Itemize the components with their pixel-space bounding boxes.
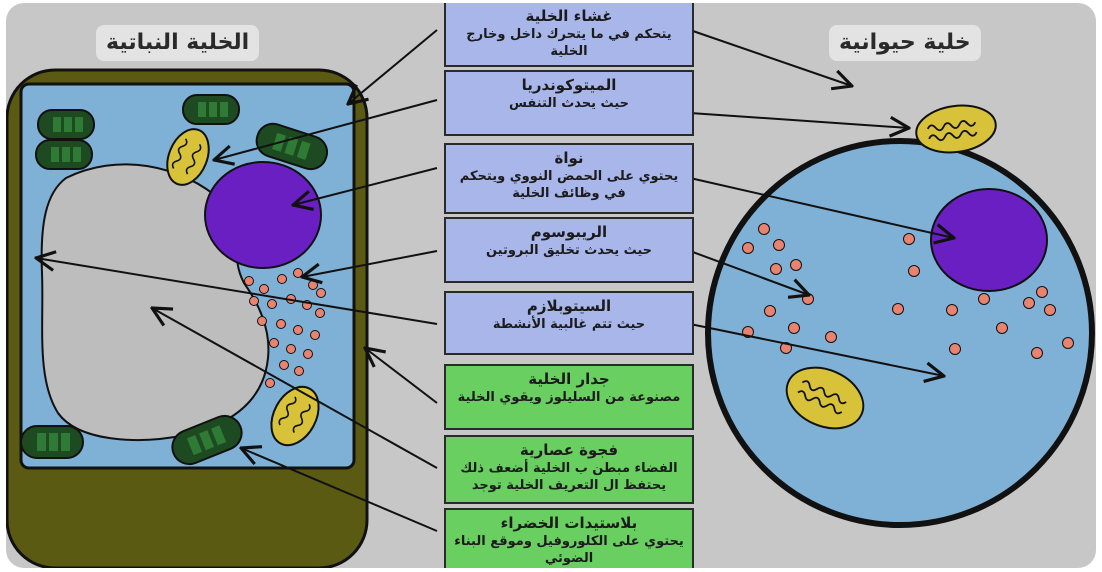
plant-chloroplast — [36, 140, 92, 169]
plant-nucleus — [205, 162, 321, 268]
animal-cell-membrane — [708, 141, 1092, 525]
diagram-card: الخلية النباتية خلية حيوانية غشاء الخلية… — [6, 3, 1096, 568]
label-mitochondria: الميتوكوندريا حيث يحدث التنفس — [444, 70, 694, 136]
label-ribosome: الريبوسوم حيث يحدث تخليق البروتين — [444, 217, 694, 283]
label-cell-membrane: غشاء الخلية يتحكم في ما يتحرك داخل وخارج… — [444, 3, 694, 67]
vacuole-title: فجوة عصارية — [454, 441, 684, 460]
cell-wall-title: جدار الخلية — [454, 370, 684, 389]
mitochondria-title: الميتوكوندريا — [454, 76, 684, 95]
ribosome-desc: حيث يحدث تخليق البروتين — [454, 242, 684, 259]
plant-cell-title: الخلية النباتية — [96, 25, 259, 61]
label-cell-wall: جدار الخلية مصنوعة من السليلوز ويقوي الخ… — [444, 364, 694, 430]
plant-cell — [7, 70, 367, 568]
nucleus-desc: يحتوي على الحمض النووي ويتحكم في وظائف ا… — [454, 168, 684, 202]
vacuole-desc: الفضاء مبطن ب الخلية أضعف ذلك يحتفظ ال ا… — [454, 460, 684, 494]
plant-chloroplast — [21, 426, 83, 458]
cytoplasm-title: السيتوبلازم — [454, 297, 684, 316]
label-vacuole: فجوة عصارية الفضاء مبطن ب الخلية أضعف ذل… — [444, 435, 694, 504]
cell-wall-desc: مصنوعة من السليلوز ويقوي الخلية — [454, 389, 684, 406]
chloroplast-desc: يحتوي على الكلوروفيل وموقع البناء الضوئي — [454, 533, 684, 567]
label-chloroplast: بلاستيدات الخضراء يحتوي على الكلوروفيل و… — [444, 508, 694, 568]
mitochondria-desc: حيث يحدث التنفس — [454, 95, 684, 112]
animal-cell-title: خلية حيوانية — [829, 25, 981, 61]
animal-nucleus — [931, 189, 1047, 291]
plant-chloroplast — [183, 95, 239, 124]
cell-membrane-title: غشاء الخلية — [454, 7, 684, 26]
plant-chloroplast — [38, 110, 94, 139]
label-nucleus: نواة يحتوي على الحمض النووي ويتحكم في وظ… — [444, 143, 694, 214]
animal-cell — [708, 101, 1092, 525]
chloroplast-title: بلاستيدات الخضراء — [454, 514, 684, 533]
cytoplasm-desc: حيث تتم غالبية الأنشطة — [454, 316, 684, 333]
nucleus-title: نواة — [454, 149, 684, 168]
cell-membrane-desc: يتحكم في ما يتحرك داخل وخارج الخلية — [454, 26, 684, 60]
label-cytoplasm: السيتوبلازم حيث تتم غالبية الأنشطة — [444, 291, 694, 355]
ribosome-title: الريبوسوم — [454, 223, 684, 242]
